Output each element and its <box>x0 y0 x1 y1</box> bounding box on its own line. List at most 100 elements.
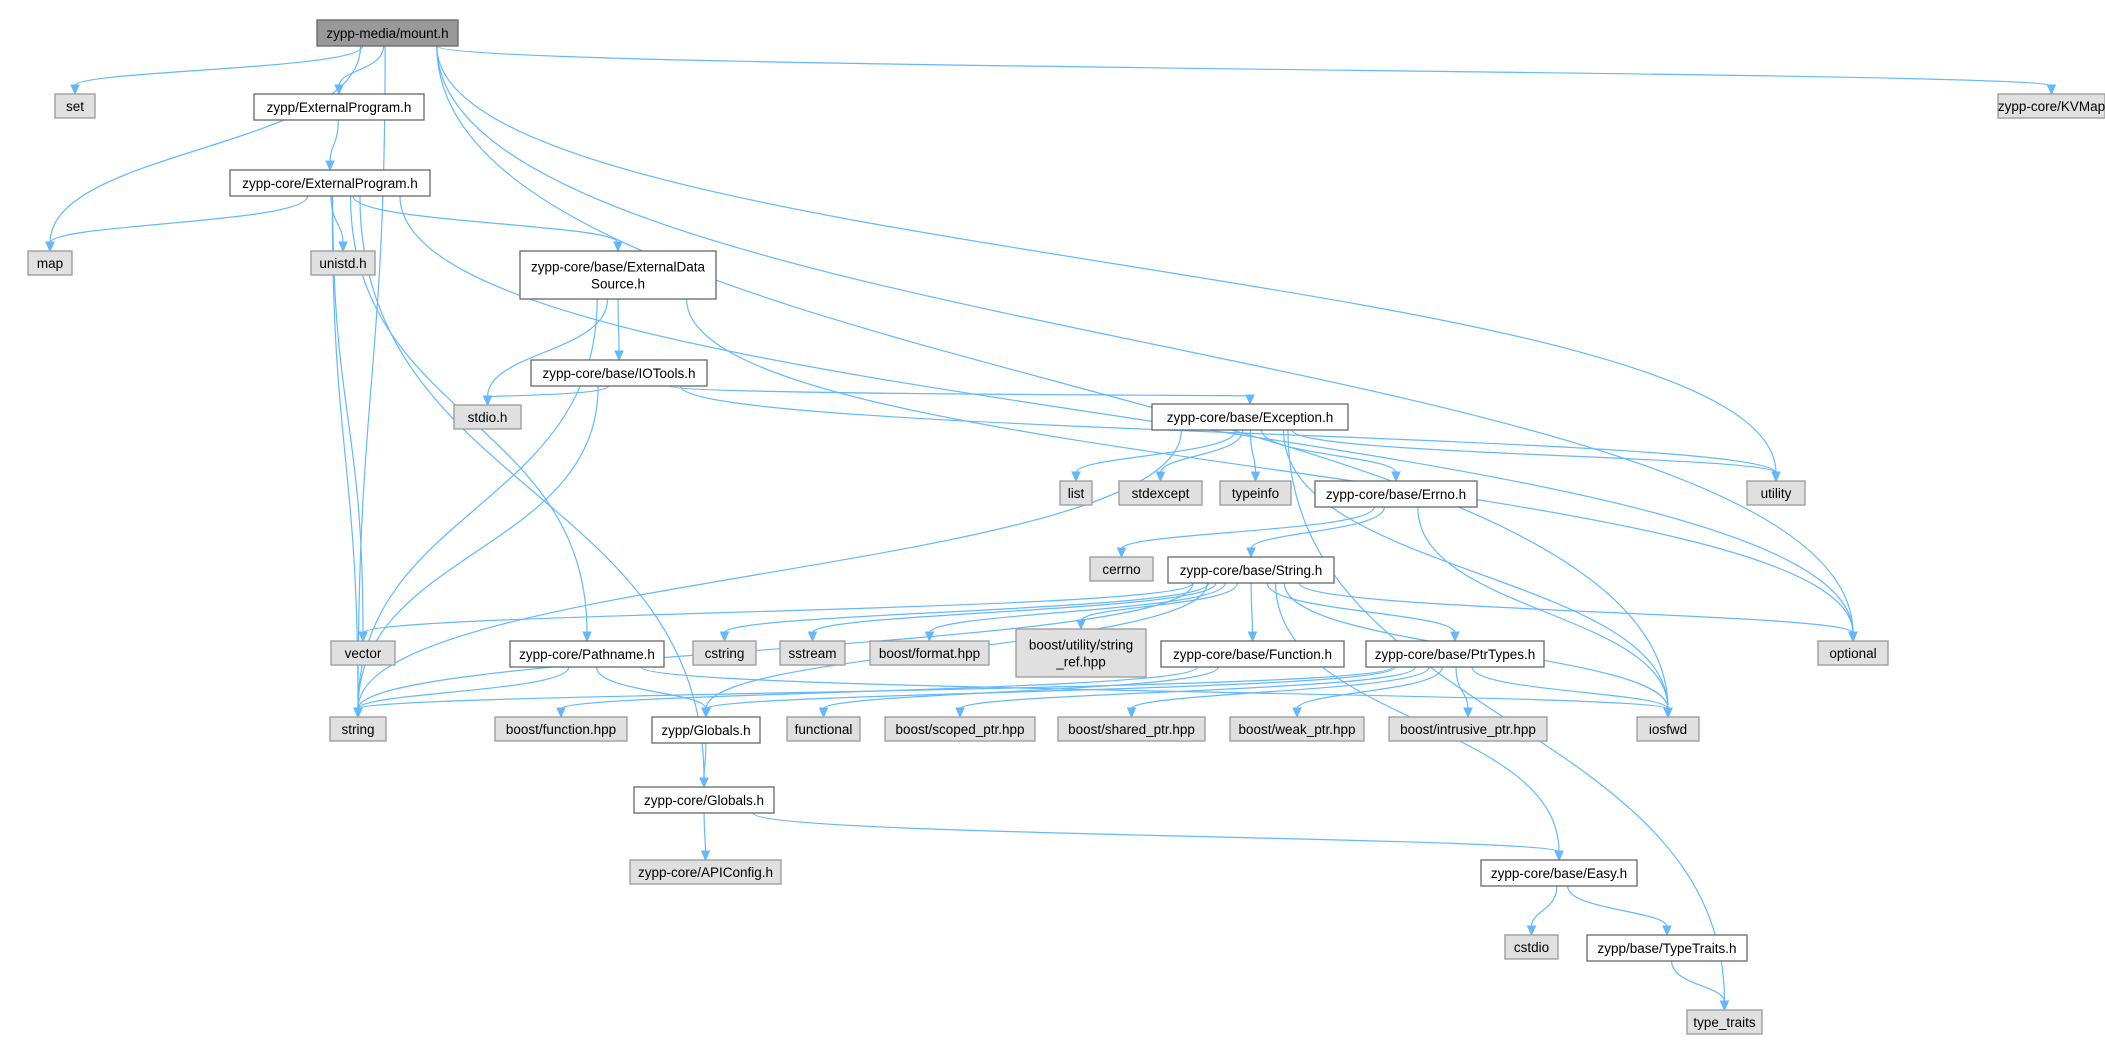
node-box <box>54 93 96 119</box>
edge-String_h-to-Function_h <box>1247 582 1258 643</box>
node-label: zypp-core/Pathname.h <box>519 647 655 662</box>
node-APIConfig-h: zypp-core/APIConfig.h <box>629 859 782 885</box>
node-String-h[interactable]: zypp-core/base/String.h <box>1167 556 1335 584</box>
node-Pathname-h[interactable]: zypp-core/Pathname.h <box>509 640 665 668</box>
node-box <box>1151 403 1349 431</box>
node-cstdio: cstdio <box>1504 934 1559 960</box>
node-boost-format: boost/format.hpp <box>869 640 990 666</box>
node-TypeTraits-h[interactable]: zypp/base/TypeTraits.h <box>1586 934 1748 962</box>
node-box <box>629 859 782 885</box>
edge-String_h-to-optional <box>1298 582 1858 643</box>
node-box <box>1997 93 2105 119</box>
node-box <box>1365 640 1545 668</box>
node-box <box>1480 859 1638 887</box>
node-box <box>1167 556 1335 584</box>
node-Function-h[interactable]: zypp-core/base/Function.h <box>1160 640 1345 668</box>
node-optional: optional <box>1817 640 1889 666</box>
edge-String_h-to-PtrTypes_h <box>1266 582 1460 643</box>
node-box <box>633 786 775 814</box>
node-box <box>1817 640 1889 666</box>
node-box <box>1586 934 1748 962</box>
node-box <box>229 169 431 197</box>
node-core-Globals-h[interactable]: zypp-core/Globals.h <box>633 786 775 814</box>
node-boost-shared-ptr: boost/shared_ptr.hpp <box>1057 716 1206 742</box>
node-label: zypp-core/base/IOTools.h <box>542 366 695 381</box>
node-label: functional <box>795 722 853 737</box>
edge-Errno_h-to-String_h <box>1246 506 1385 559</box>
node-zypp-ExternalProgram-h[interactable]: zypp/ExternalProgram.h <box>253 93 425 121</box>
node-box <box>330 640 396 666</box>
node-label: boost/function.hpp <box>506 722 616 737</box>
node-mount-h[interactable]: zypp-media/mount.h <box>316 19 459 47</box>
node-box <box>1059 480 1093 506</box>
edge-PtrTypes_h-to-boost_intrusive_ptr <box>1455 666 1473 719</box>
node-box <box>310 250 376 276</box>
edge-core_ExternalProgram_h-to-ExternalDataSource_h <box>352 195 623 253</box>
node-label: zypp/Globals.h <box>661 723 750 738</box>
node-label: type_traits <box>1693 1015 1756 1030</box>
edge-PtrTypes_h-to-boost_scoped_ptr <box>955 666 1416 719</box>
node-label: boost/scoped_ptr.hpp <box>895 722 1024 737</box>
node-boost-intrusive-ptr: boost/intrusive_ptr.hpp <box>1388 716 1548 742</box>
node-box <box>779 640 846 666</box>
node-stdio-h: stdio.h <box>453 404 522 430</box>
edge-mount_h-to-string <box>353 45 386 719</box>
edge-Exception_h-to-utility <box>1291 429 1781 483</box>
edge-mount_h-to-zypp_core_KVMap <box>436 45 2057 96</box>
node-box <box>692 640 757 666</box>
node-label: utility <box>1761 486 1792 501</box>
node-label: string <box>341 722 374 737</box>
node-box <box>884 716 1036 742</box>
node-set: set <box>54 93 96 119</box>
node-box <box>1314 480 1478 508</box>
node-cstring: cstring <box>692 640 757 666</box>
node-label: zypp-media/mount.h <box>326 26 448 41</box>
node-core-ExternalProgram-h[interactable]: zypp-core/ExternalProgram.h <box>229 169 431 197</box>
node-box <box>530 359 708 387</box>
node-box <box>316 19 459 47</box>
node-box <box>869 640 990 666</box>
edge-PtrTypes_h-to-boost_shared_ptr <box>1126 666 1430 719</box>
edge-PtrTypes_h-to-iosfwd <box>1471 666 1673 719</box>
node-label: unistd.h <box>319 256 366 271</box>
node-vector: vector <box>330 640 396 666</box>
edge-PtrTypes_h-to-string <box>353 666 1394 719</box>
node-IOTools-h[interactable]: zypp-core/base/IOTools.h <box>530 359 708 387</box>
node-label: zypp/base/TypeTraits.h <box>1597 941 1736 956</box>
node-label: _ref.hpp <box>1055 655 1106 670</box>
node-unistd-h: unistd.h <box>310 250 376 276</box>
node-boost-scoped-ptr: boost/scoped_ptr.hpp <box>884 716 1036 742</box>
node-box <box>253 93 425 121</box>
node-type-traits: type_traits <box>1686 1009 1763 1035</box>
node-Errno-h[interactable]: zypp-core/base/Errno.h <box>1314 480 1478 508</box>
node-box <box>494 716 628 742</box>
node-box <box>453 404 522 430</box>
node-Exception-h[interactable]: zypp-core/base/Exception.h <box>1151 403 1349 431</box>
node-iosfwd: iosfwd <box>1636 716 1700 742</box>
edge-core_ExternalProgram_h-to-unistd_h <box>330 195 348 253</box>
edge-zypp_Globals_h-to-core_Globals_h <box>699 742 709 789</box>
edge-String_h-to-boost_string_ref <box>1076 582 1238 631</box>
node-cerrno: cerrno <box>1089 556 1154 582</box>
node-label: iosfwd <box>1649 722 1687 737</box>
node-label: zypp-core/ExternalProgram.h <box>242 176 418 191</box>
edge-PtrTypes_h-to-zypp_Globals_h <box>701 666 1396 719</box>
node-label: boost/format.hpp <box>879 646 980 661</box>
node-zypp-Globals-h[interactable]: zypp/Globals.h <box>651 716 761 744</box>
node-PtrTypes-h[interactable]: zypp-core/base/PtrTypes.h <box>1365 640 1545 668</box>
node-boost-function: boost/function.hpp <box>494 716 628 742</box>
edge-IOTools_h-to-Exception_h <box>668 385 1255 406</box>
node-Easy-h[interactable]: zypp-core/base/Easy.h <box>1480 859 1638 887</box>
node-box <box>1057 716 1206 742</box>
node-typeinfo: typeinfo <box>1219 480 1292 506</box>
edge-Easy_h-to-cstdio <box>1526 885 1558 937</box>
node-sstream: sstream <box>779 640 846 666</box>
node-boost-string-ref: boost/utility/string _ref.hpp <box>1015 628 1147 678</box>
node-label: boost/utility/string <box>1029 638 1133 653</box>
node-label: zypp-core/base/Exception.h <box>1167 410 1334 425</box>
node-map: map <box>27 250 73 276</box>
edge-String_h-to-vector <box>358 582 1194 643</box>
node-box <box>1160 640 1345 668</box>
edge-Exception_h-to-Errno_h <box>1261 429 1401 483</box>
